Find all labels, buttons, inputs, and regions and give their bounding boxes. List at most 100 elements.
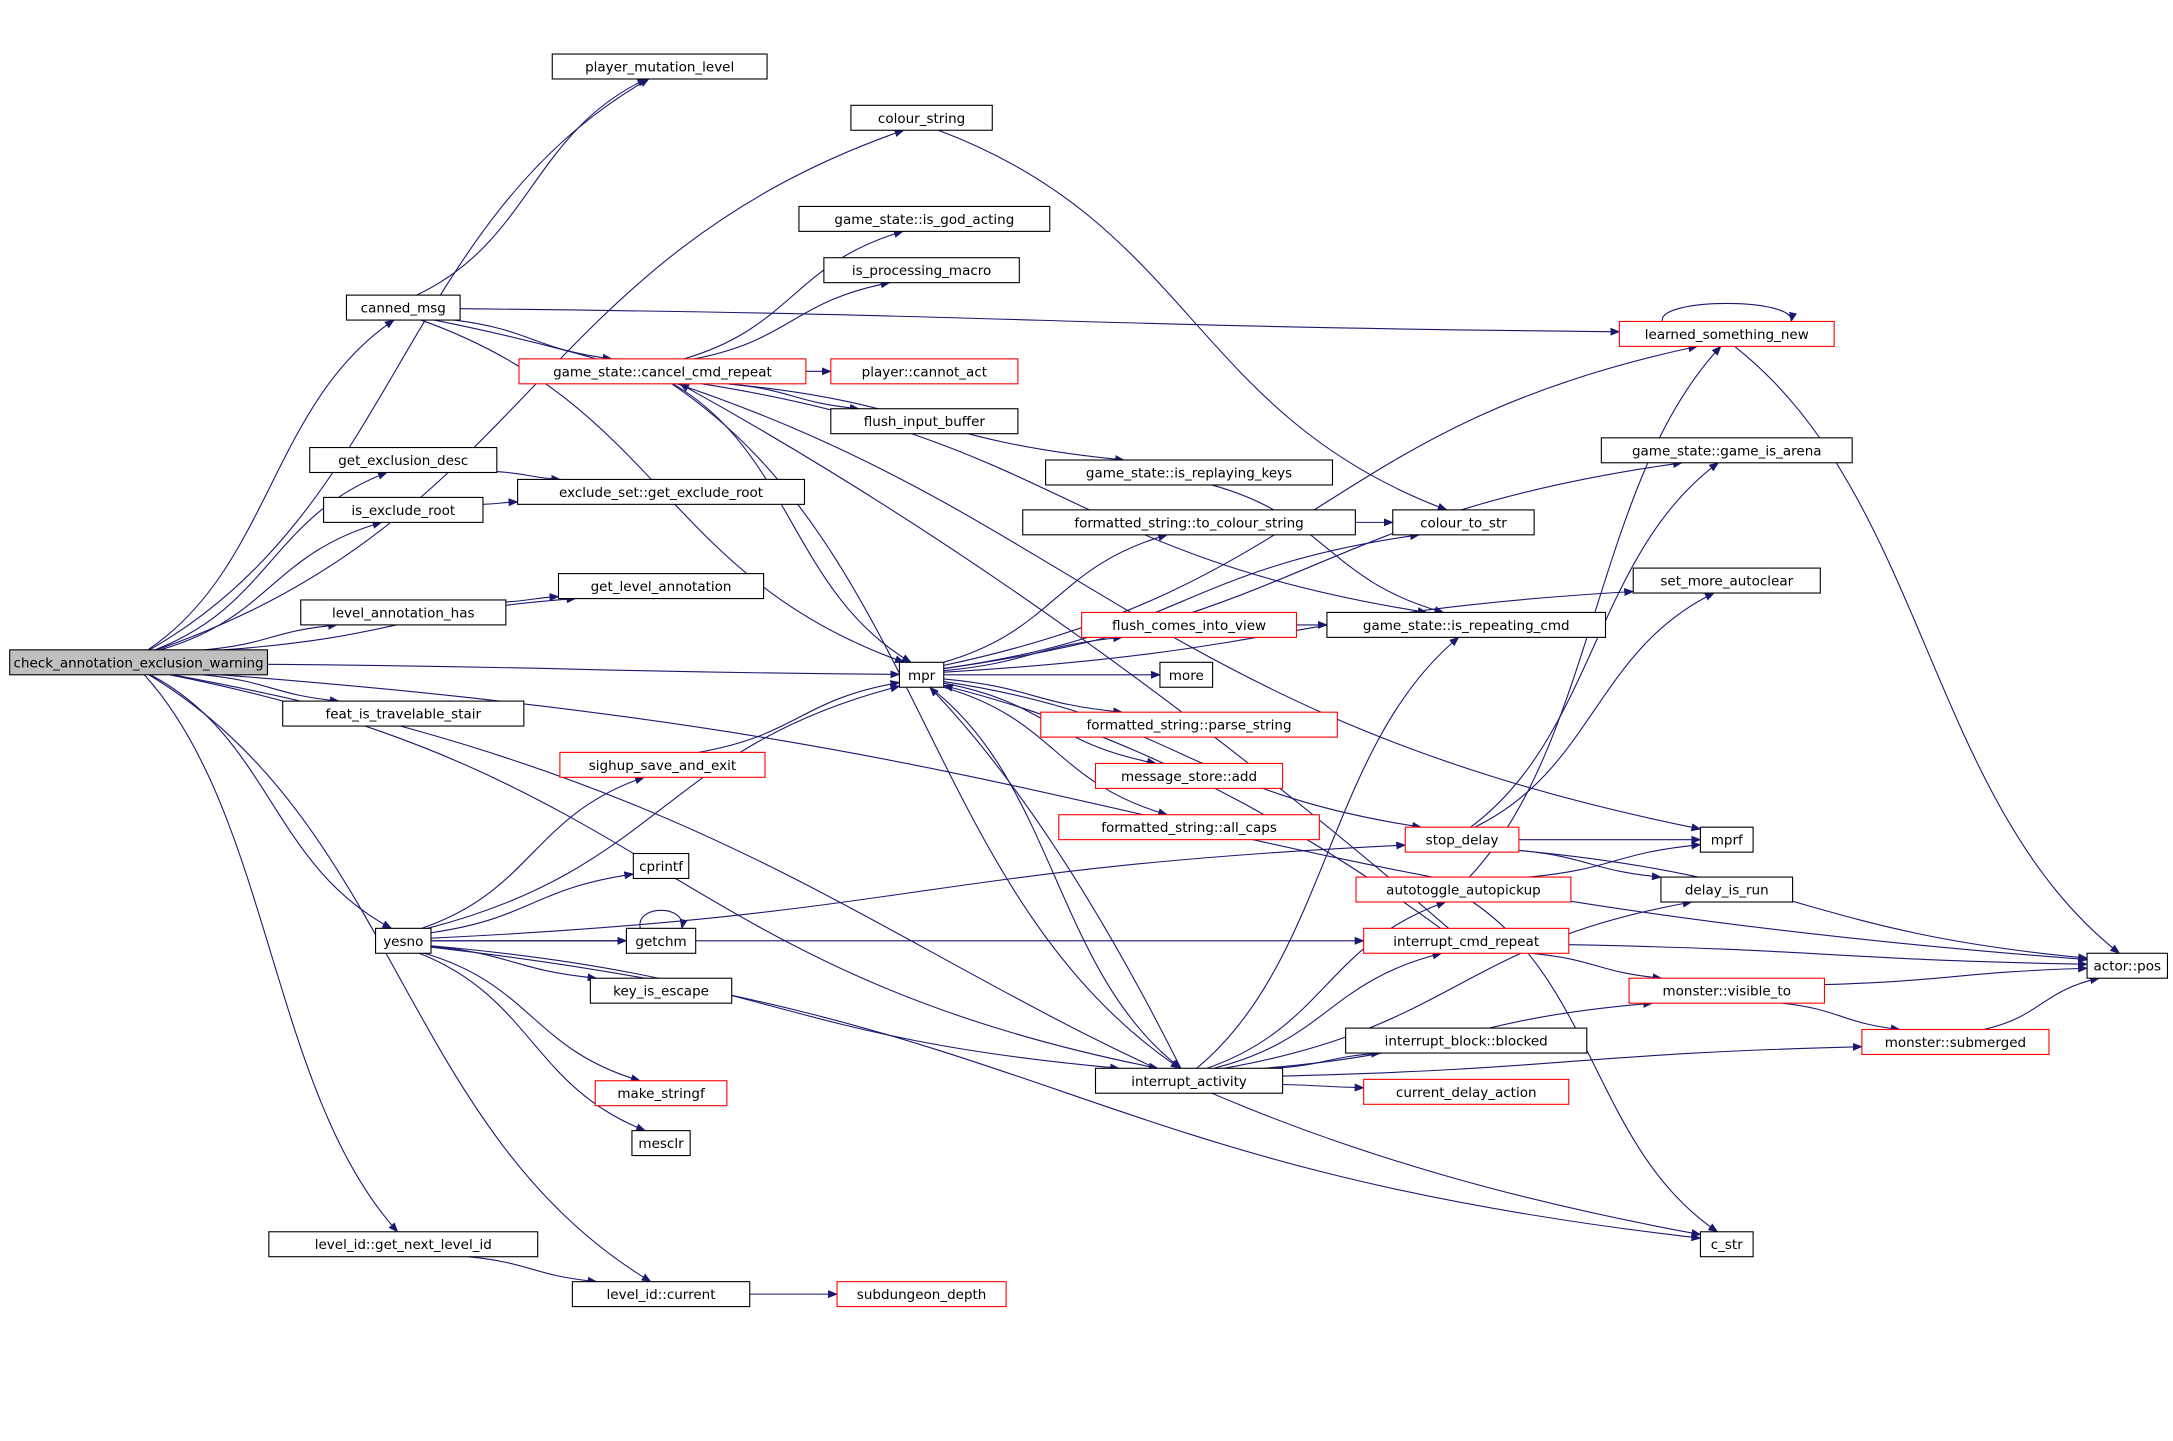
node-message-store-add[interactable]: message_store::add (1094, 762, 1284, 789)
node-label: actor::pos (2094, 959, 2162, 975)
call-edge-interrupt-activity-to-autotoggle-autopickup (1206, 901, 1447, 1069)
node-visible-to[interactable]: monster::visible_to (1628, 977, 1826, 1004)
node-learned-something-new[interactable]: learned_something_new (1618, 320, 1835, 347)
call-edge-yesno-to-key-is-escape (430, 945, 598, 982)
node-feat-is-travelable-stair[interactable]: feat_is_travelable_stair (282, 700, 525, 727)
node-label: interrupt_block::blocked (1385, 1034, 1548, 1050)
call-edge-cancel-cmd-repeat-to-is-god-acting (683, 230, 904, 360)
node-level-annotation-has[interactable]: level_annotation_has (300, 599, 507, 626)
node-mprf[interactable]: mprf (1699, 826, 1754, 853)
node-actor-pos[interactable]: actor::pos (2086, 952, 2169, 979)
node-box (1040, 711, 1338, 738)
node-box (1600, 437, 1853, 464)
node-game-is-arena[interactable]: game_state::game_is_arena (1600, 437, 1853, 464)
call-edge-interrupt-cmd-repeat-to-cancel-cmd-repeat (679, 383, 1449, 929)
node-current-delay-action[interactable]: current_delay_action (1363, 1078, 1570, 1105)
node-c-str[interactable]: c_str (1699, 1231, 1754, 1258)
node-mesclr[interactable]: mesclr (631, 1130, 691, 1157)
node-box (1022, 509, 1356, 536)
node-is-repeating-cmd[interactable]: game_state::is_repeating_cmd (1326, 611, 1607, 638)
call-edge-cancel-cmd-repeat-to-flush-input-buffer (727, 383, 860, 412)
call-edge-stop-delay-to-set-more-autoclear (1474, 592, 1715, 828)
node-label: mesclr (638, 1136, 684, 1152)
node-player-mutation-level[interactable]: player_mutation_level (551, 53, 768, 80)
node-flush-input-buffer[interactable]: flush_input_buffer (830, 408, 1019, 435)
node-cprintf[interactable]: cprintf (632, 852, 690, 880)
node-box (309, 446, 498, 474)
node-label: is_processing_macro (852, 263, 991, 279)
node-get-level-annotation[interactable]: get_level_annotation (557, 573, 765, 600)
node-is-processing-macro[interactable]: is_processing_macro (823, 257, 1020, 284)
node-get-next-level-id[interactable]: level_id::get_next_level_id (268, 1231, 539, 1258)
node-all-caps[interactable]: formatted_string::all_caps (1058, 814, 1320, 841)
node-getchm[interactable]: getchm (625, 927, 697, 954)
node-flush-comes-into-view[interactable]: flush_comes_into_view (1081, 611, 1298, 638)
node-box (631, 1130, 691, 1157)
node-box (1632, 567, 1821, 594)
node-interrupt-activity[interactable]: interrupt_activity (1094, 1067, 1284, 1094)
node-autotoggle-autopickup[interactable]: autotoggle_autopickup (1355, 876, 1572, 903)
node-box (1058, 814, 1320, 841)
node-mpr[interactable]: mpr (898, 661, 945, 688)
node-submerged[interactable]: monster::submerged (1861, 1028, 2050, 1055)
node-make-stringf[interactable]: make_stringf (594, 1080, 728, 1107)
node-box (632, 852, 690, 880)
call-edge-mpr-to-colour-to-str (943, 532, 1421, 670)
node-box (625, 927, 697, 954)
node-set-more-autoclear[interactable]: set_more_autoclear (1632, 567, 1821, 594)
call-edge-root-to-is-exclude-root (160, 521, 383, 651)
node-to-colour-string[interactable]: formatted_string::to_colour_string (1022, 509, 1356, 536)
node-root: check_annotation_exclusion_warning (9, 649, 269, 676)
call-edge-yesno-to-mpr (427, 684, 901, 929)
node-is-replaying-keys[interactable]: game_state::is_replaying_keys (1045, 459, 1334, 486)
node-get-exclusion-desc[interactable]: get_exclusion_desc (309, 446, 498, 474)
node-label: formatted_string::parse_string (1087, 718, 1292, 734)
call-edge-sighup-save-and-exit-to-mpr (698, 680, 901, 753)
node-get-exclude-root[interactable]: exclude_set::get_exclude_root (517, 478, 806, 505)
node-box (1392, 509, 1535, 536)
node-label: game_state::is_god_acting (834, 212, 1014, 228)
node-interrupt-cmd-repeat[interactable]: interrupt_cmd_repeat (1363, 927, 1570, 954)
node-label: subdungeon_depth (857, 1287, 987, 1303)
node-sighup-save-and-exit[interactable]: sighup_save_and_exit (559, 751, 766, 778)
node-box (836, 1281, 1007, 1308)
node-is-god-acting[interactable]: game_state::is_god_acting (798, 205, 1051, 232)
call-edge-mpr-to-interrupt-activity (929, 686, 1182, 1069)
node-box (830, 358, 1019, 385)
call-edge-mpr-to-game-is-arena (943, 460, 1684, 670)
call-edge-cancel-cmd-repeat-to-interrupt-activity (671, 383, 1181, 1069)
node-label: learned_something_new (1645, 327, 1809, 343)
node-more[interactable]: more (1159, 661, 1214, 688)
node-box (1699, 826, 1754, 853)
node-box (518, 358, 807, 385)
call-edge-interrupt-activity-to-current-delay-action (1282, 1083, 1365, 1092)
call-edge-visible-to-to-submerged (1782, 1002, 1901, 1033)
node-interrupt-block-blocked[interactable]: interrupt_block::blocked (1345, 1027, 1588, 1054)
node-stop-delay[interactable]: stop_delay (1404, 826, 1520, 853)
node-canned-msg[interactable]: canned_msg (345, 294, 461, 321)
call-edge-is-replaying-keys-to-is-repeating-cmd (1211, 484, 1445, 614)
call-edge-yesno-to-make-stringf (424, 952, 641, 1083)
node-box (559, 751, 766, 778)
node-delay-is-run[interactable]: delay_is_run (1660, 876, 1794, 903)
node-subdungeon-depth[interactable]: subdungeon_depth (836, 1281, 1007, 1308)
node-colour-to-str[interactable]: colour_to_str (1392, 509, 1535, 536)
call-edge-yesno-to-stop-delay (430, 841, 1407, 939)
node-box (1404, 826, 1520, 853)
node-box (1660, 876, 1794, 903)
node-colour-string[interactable]: colour_string (850, 104, 993, 131)
node-box (268, 1231, 539, 1258)
node-key-is-escape[interactable]: key_is_escape (589, 977, 733, 1004)
call-edge-interrupt-activity-to-interrupt-cmd-repeat (1213, 951, 1443, 1069)
node-box (798, 205, 1051, 232)
node-yesno[interactable]: yesno (375, 927, 432, 954)
node-cannot-act[interactable]: player::cannot_act (830, 358, 1019, 385)
node-level-id-current[interactable]: level_id::current (571, 1281, 751, 1308)
node-parse-string[interactable]: formatted_string::parse_string (1040, 711, 1338, 738)
call-edge-yesno-to-mesclr (418, 952, 647, 1132)
node-cancel-cmd-repeat[interactable]: game_state::cancel_cmd_repeat (518, 358, 807, 385)
node-box (1363, 1078, 1570, 1105)
node-is-exclude-root[interactable]: is_exclude_root (323, 496, 484, 523)
call-edge-canned-msg-to-cancel-cmd-repeat (453, 319, 613, 362)
